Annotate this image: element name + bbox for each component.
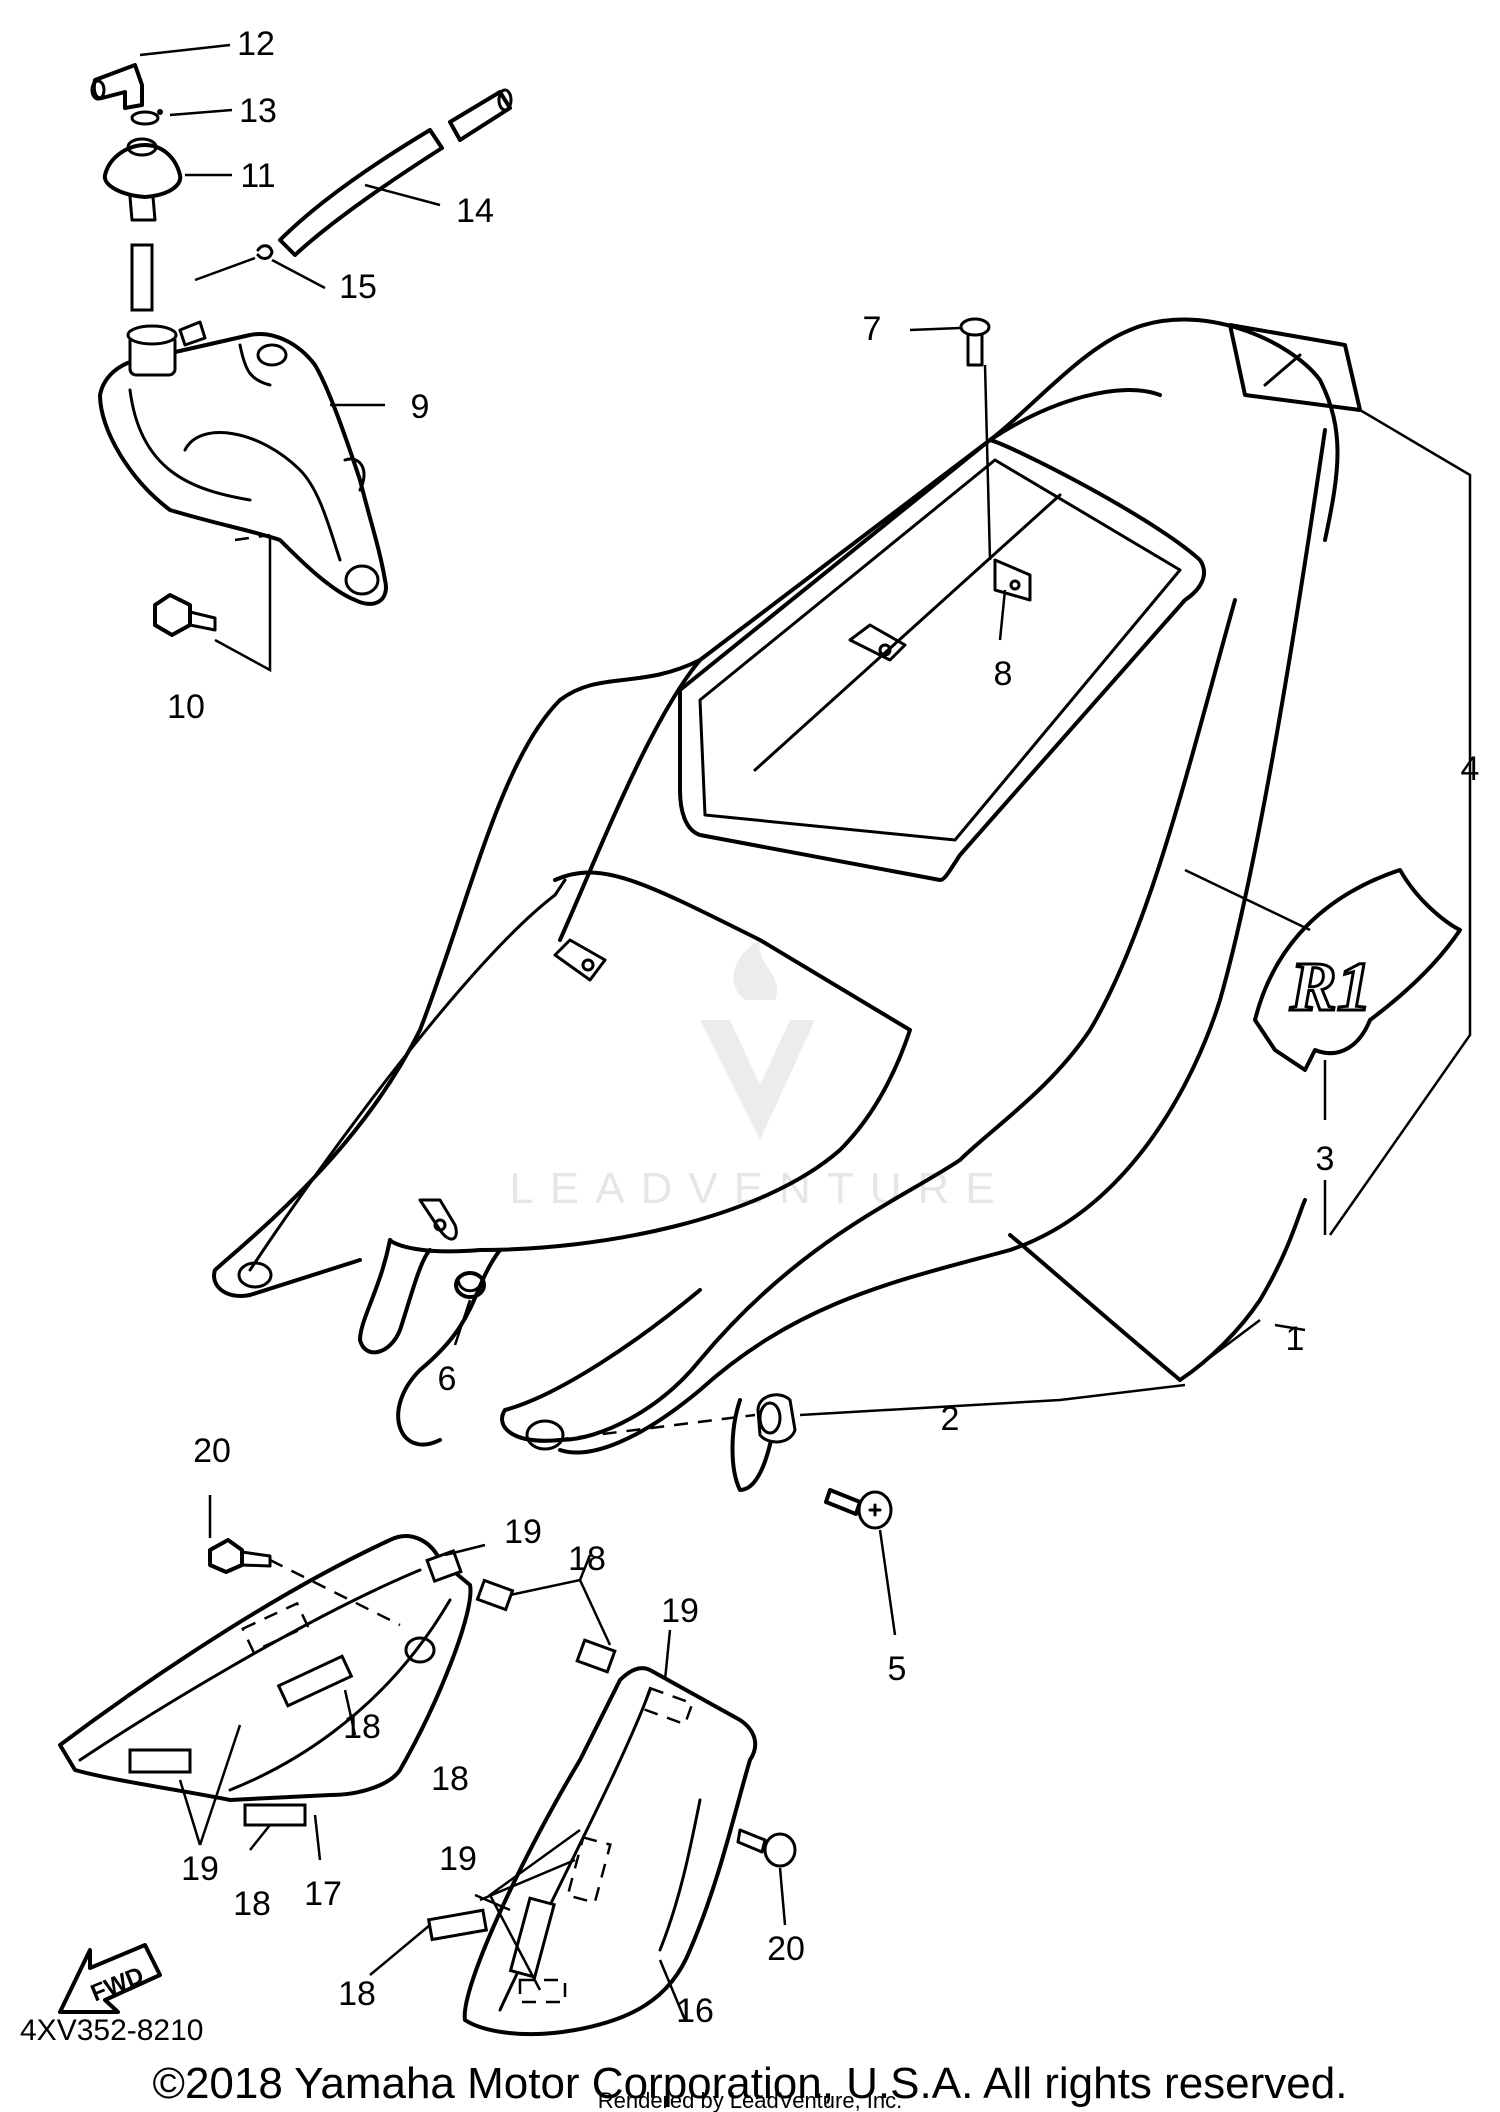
callout-18-upper: 18	[568, 1540, 606, 1578]
part-11-cap	[102, 137, 183, 312]
callout-18-bottom: 18	[338, 1975, 376, 2013]
callout-19-lower-left: 19	[181, 1850, 219, 1888]
callout-1: 1	[1286, 1320, 1305, 1358]
callout-17: 17	[304, 1875, 342, 1913]
callout-20-right: 20	[767, 1930, 805, 1968]
copyright-notice: ©2018 Yamaha Motor Corporation, U.S.A. A…	[153, 2059, 1348, 2108]
callout-labels: 1 2 3 4 5 6 7 8 9 10 11 12 13 14 15 16 1…	[167, 25, 1479, 2030]
callout-2: 2	[941, 1400, 960, 1438]
callout-6: 6	[438, 1360, 457, 1398]
part-7-screw	[959, 317, 991, 367]
part-5-screw	[824, 1488, 893, 1530]
callout-11: 11	[240, 157, 275, 195]
part-12-elbow-fitting	[90, 63, 144, 110]
callout-18-right-cover: 18	[431, 1760, 469, 1798]
fwd-label: FWD	[87, 1962, 148, 2008]
callout-4: 4	[1461, 750, 1480, 788]
diagram-reference-code: 4XV352-8210	[20, 2014, 204, 2047]
callout-7: 7	[863, 310, 882, 348]
leader-lines	[139, 43, 1472, 2021]
callout-19-lower-center: 19	[439, 1840, 477, 1878]
part-20-bolts	[208, 1538, 797, 1868]
part-16-right-side-cover	[462, 1666, 758, 2037]
callout-5: 5	[888, 1650, 907, 1688]
part-10-bolt	[153, 593, 217, 637]
callout-8: 8	[994, 655, 1013, 693]
fwd-direction-arrow: FWD	[58, 1943, 162, 2014]
part-4-label	[1228, 323, 1362, 412]
part-2-collar	[756, 1393, 797, 1444]
callout-10: 10	[167, 688, 205, 726]
callout-12: 12	[237, 25, 275, 63]
callout-19-right-cover: 19	[661, 1592, 699, 1630]
callout-14: 14	[456, 192, 494, 230]
callout-18-lower-left: 18	[233, 1885, 271, 1923]
part-3-r1-decal: R1	[1253, 868, 1462, 1072]
watermark-text: LEADVENTURE	[509, 1164, 1010, 1213]
part-15-clip	[256, 244, 274, 260]
callout-13: 13	[239, 92, 277, 130]
callout-20-left: 20	[193, 1432, 231, 1470]
part-9-reservoir-tank	[98, 320, 388, 606]
r1-decal-text: R1	[1289, 949, 1372, 1026]
callout-9: 9	[411, 388, 430, 426]
leadventure-watermark: LEADVENTURE	[509, 940, 1010, 1213]
rendered-by-credit: Rendered by LeadVenture, Inc.	[598, 2088, 903, 2112]
callout-18-left-cover: 18	[343, 1708, 381, 1746]
part-1-rear-cowl	[212, 317, 1340, 1492]
callout-16: 16	[676, 1992, 714, 2030]
part-18-pads	[243, 1578, 617, 1942]
part-17-left-side-cover	[58, 1534, 473, 1802]
callout-19-upper-left: 19	[504, 1513, 542, 1551]
callout-15: 15	[339, 268, 377, 306]
callout-3: 3	[1316, 1140, 1335, 1178]
part-14-hose	[278, 88, 513, 257]
part-13-washer	[130, 109, 163, 126]
part-6-grommet	[454, 1271, 486, 1299]
